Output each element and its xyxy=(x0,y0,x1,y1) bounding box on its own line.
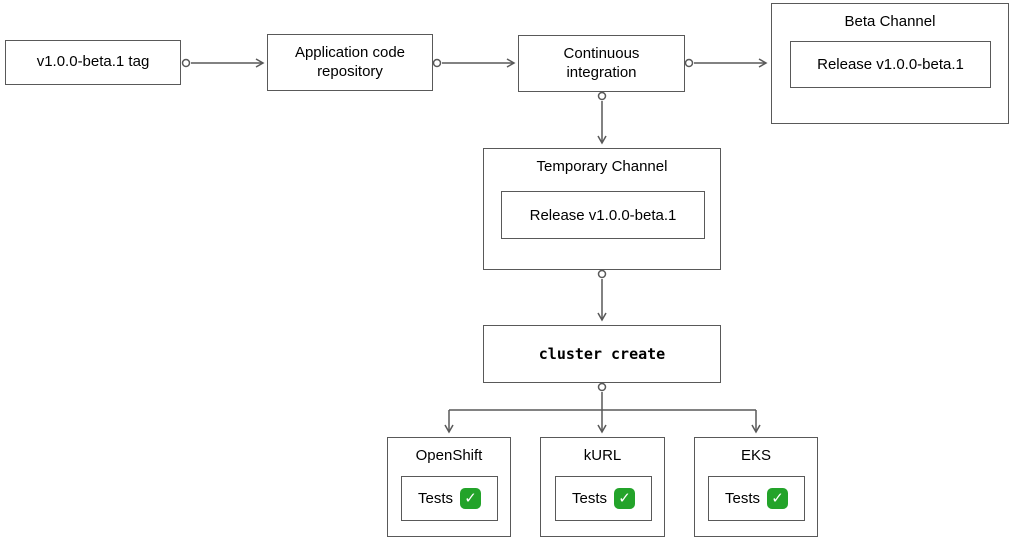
eks-tests-label: Tests xyxy=(724,490,760,507)
node-kurl: kURL Tests ✓ xyxy=(540,437,665,537)
temporary-release-box: Release v1.0.0-beta.1 xyxy=(501,191,705,239)
node-openshift: OpenShift Tests ✓ xyxy=(387,437,511,537)
node-eks: EKS Tests ✓ xyxy=(694,437,818,537)
continuous-integration-label: Continuous integration xyxy=(563,44,640,81)
openshift-title: OpenShift xyxy=(415,447,483,464)
node-cluster-create: cluster create xyxy=(483,325,721,383)
beta-release-box: Release v1.0.0-beta.1 xyxy=(790,41,991,88)
kurl-title: kURL xyxy=(583,447,622,464)
node-temporary-channel: Temporary Channel Release v1.0.0-beta.1 xyxy=(483,148,721,270)
edge-source-dot xyxy=(597,91,607,101)
temporary-channel-title: Temporary Channel xyxy=(536,158,668,175)
eks-title: EKS xyxy=(740,447,771,464)
edge-source-dot xyxy=(432,58,442,68)
edge-source-dot xyxy=(181,58,191,68)
beta-release-label: Release v1.0.0-beta.1 xyxy=(817,56,964,73)
node-version-tag: v1.0.0-beta.1 tag xyxy=(5,40,181,85)
kurl-tests-box: Tests ✓ xyxy=(555,476,652,521)
version-tag-label: v1.0.0-beta.1 tag xyxy=(36,53,150,71)
openshift-tests-box: Tests ✓ xyxy=(401,476,498,521)
node-beta-channel: Beta Channel Release v1.0.0-beta.1 xyxy=(771,3,1009,124)
app-code-repository-label: Application code repository xyxy=(294,43,406,80)
temporary-release-label: Release v1.0.0-beta.1 xyxy=(529,206,677,224)
edge-source-dot xyxy=(684,58,694,68)
check-icon: ✓ xyxy=(460,488,481,509)
node-continuous-integration: Continuous integration xyxy=(518,35,685,92)
check-icon: ✓ xyxy=(614,488,635,509)
edge-source-dot xyxy=(597,382,607,392)
eks-tests-box: Tests ✓ xyxy=(708,476,805,521)
openshift-tests-label: Tests xyxy=(417,490,453,507)
cluster-create-label: cluster create xyxy=(538,345,666,363)
kurl-tests-label: Tests xyxy=(571,490,607,507)
beta-channel-title: Beta Channel xyxy=(844,13,936,30)
node-app-code-repository: Application code repository xyxy=(267,34,433,91)
edge-cluster-branch xyxy=(449,392,756,411)
edge-source-dot xyxy=(597,269,607,279)
check-icon: ✓ xyxy=(767,488,788,509)
